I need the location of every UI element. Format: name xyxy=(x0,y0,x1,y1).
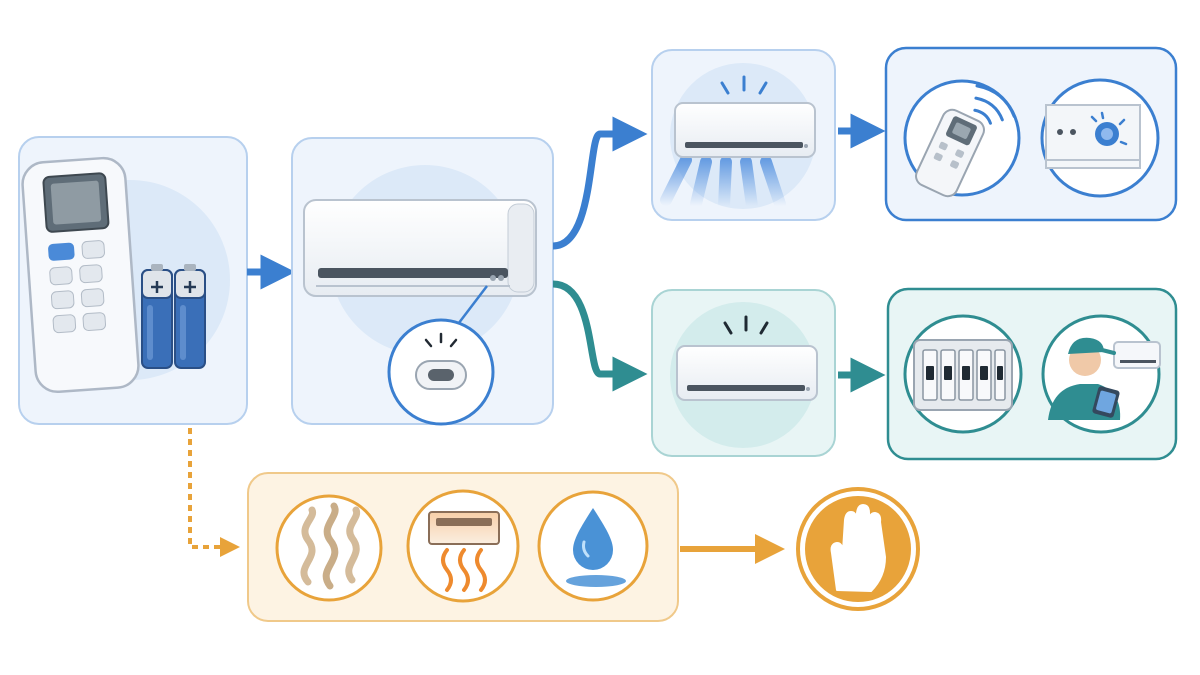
water-drop-icon xyxy=(537,490,649,602)
stop-hand-icon xyxy=(796,487,920,611)
branch-arrow-no-response xyxy=(552,280,648,392)
remote-signal-icon xyxy=(903,79,1021,198)
cooling-success-panel xyxy=(651,49,836,221)
confirm-operation-panel xyxy=(884,46,1178,222)
hazard-branch-arrow xyxy=(188,428,240,557)
overheating-icon xyxy=(406,489,520,603)
no-response-panel xyxy=(651,289,836,457)
warning-signs-panel xyxy=(247,472,679,622)
air-conditioner-icon xyxy=(676,345,818,401)
signal-lines-icon xyxy=(723,315,769,335)
circuit-breaker-icon xyxy=(903,314,1023,434)
indicator-light-icon xyxy=(1040,78,1160,198)
air-conditioner-icon xyxy=(674,102,816,158)
batteries-icon xyxy=(141,264,206,369)
remote-control-icon xyxy=(21,156,140,394)
remote-check-panel xyxy=(18,136,248,425)
signal-lines-icon xyxy=(720,75,768,95)
cold-air-icon xyxy=(660,154,786,212)
branch-arrow-success xyxy=(552,116,648,250)
power-button-icon xyxy=(387,285,495,426)
air-conditioner-icon xyxy=(303,199,537,297)
power-button-panel xyxy=(291,137,554,426)
service-panel xyxy=(886,287,1178,461)
technician-icon xyxy=(1041,314,1161,434)
smoke-odor-icon xyxy=(275,494,383,602)
